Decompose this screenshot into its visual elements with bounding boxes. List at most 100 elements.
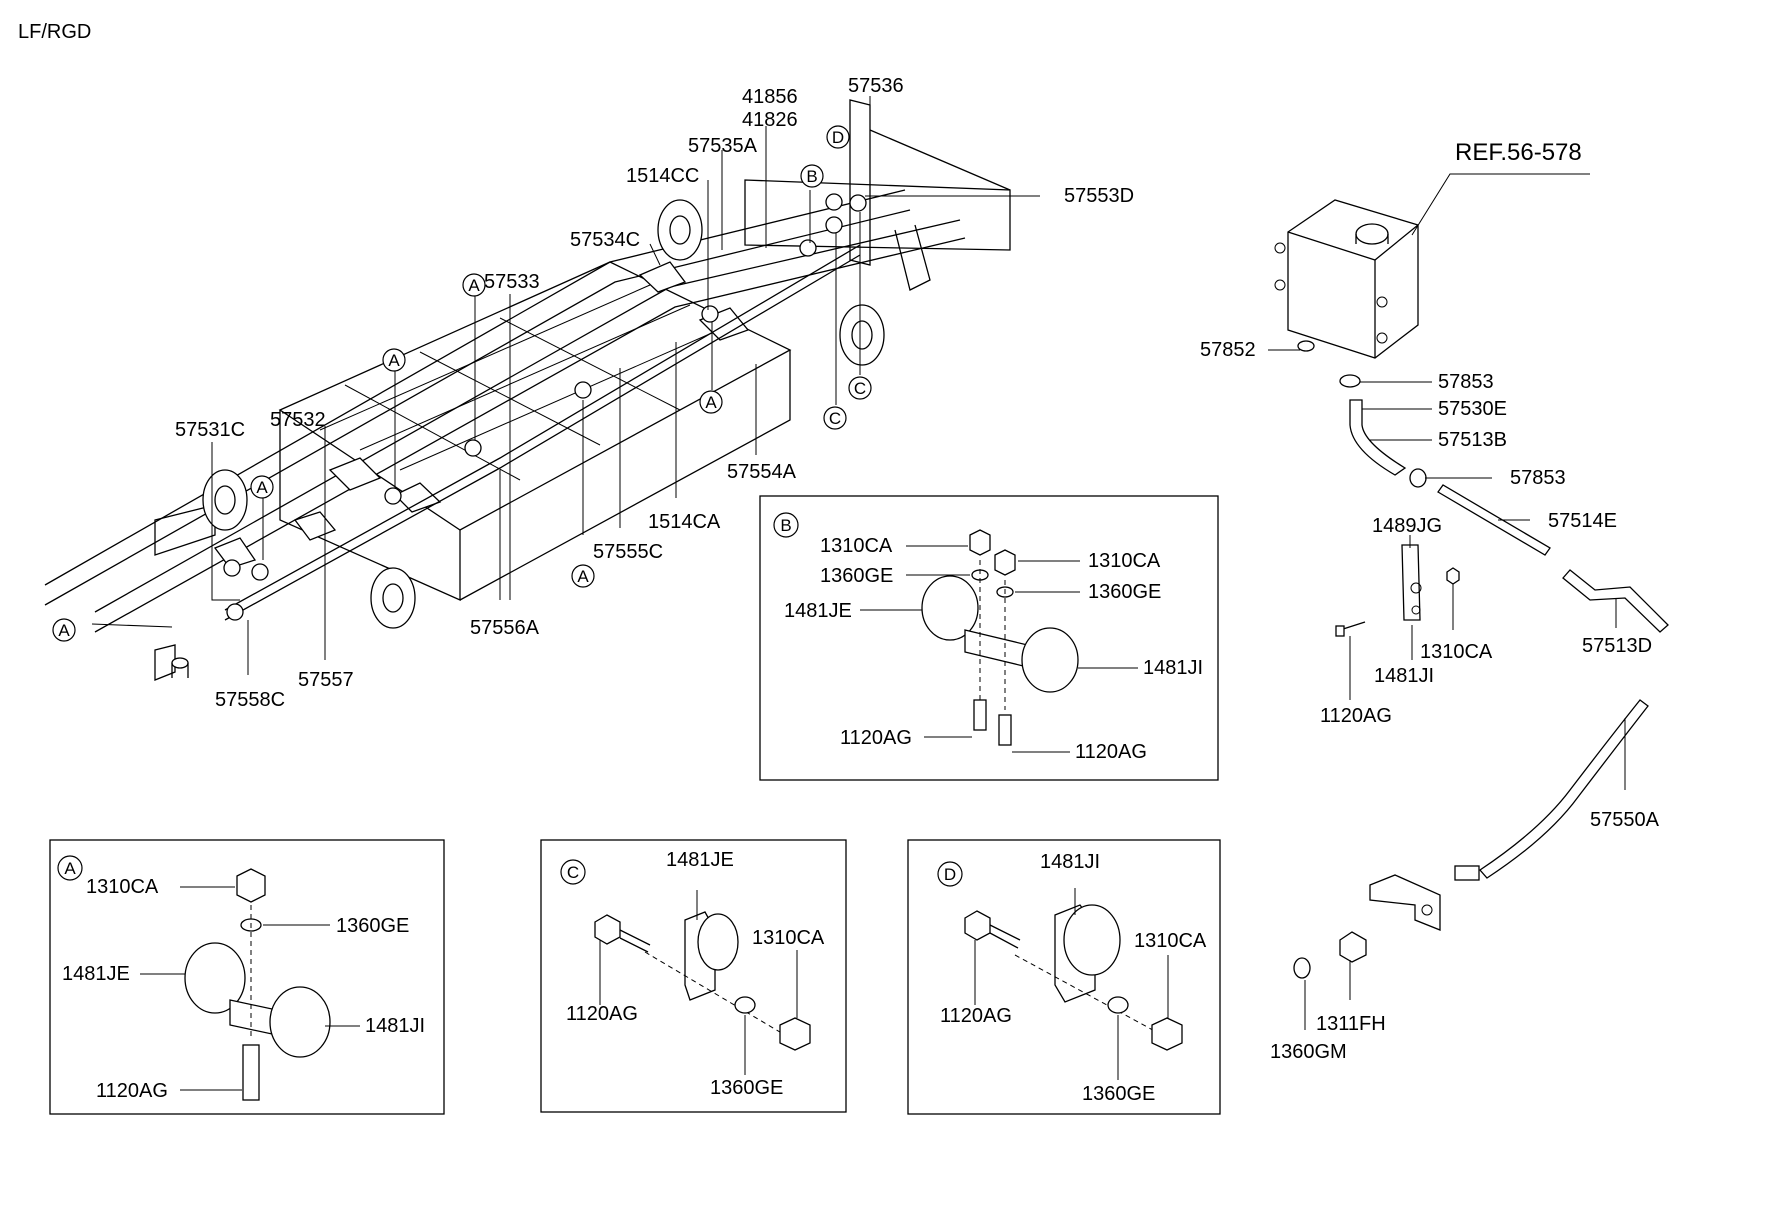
- label-57550a: 57550A: [1590, 809, 1660, 831]
- callout-a-7: A: [52, 618, 76, 642]
- hose-57514e: [1437, 484, 1551, 556]
- detail-d-badge: D: [937, 861, 963, 887]
- detail-c-nut: 1310CA: [752, 927, 825, 949]
- label-57530e: 57530E: [1438, 398, 1507, 420]
- svg-text:B: B: [806, 167, 817, 186]
- label-1360gm: 1360GM: [1270, 1041, 1347, 1063]
- callout-a-2: A: [462, 273, 486, 297]
- detail-b-nut1: 1310CA: [820, 535, 893, 557]
- chassis-callouts: D B A A A C C A A A: [52, 125, 872, 642]
- svg-text:A: A: [705, 393, 717, 412]
- fuel-filler: [171, 657, 189, 678]
- detail-b-clamp2: 1481JI: [1143, 657, 1203, 679]
- ref-leader: [1411, 173, 1590, 236]
- svg-text:A: A: [64, 859, 76, 878]
- detail-c-badge: C: [560, 859, 586, 885]
- label-57532: 57532: [270, 409, 326, 431]
- label-57553d: 57553D: [1064, 185, 1134, 207]
- label-1514cc: 1514CC: [626, 165, 699, 187]
- callout-c-1: C: [848, 376, 872, 400]
- model-code: LF/RGD: [18, 21, 91, 43]
- detail-b-washer1: 1360GE: [820, 565, 893, 587]
- callout-a-5: A: [250, 475, 274, 499]
- label-1311fh: 1311FH: [1316, 1013, 1386, 1035]
- tank-leaders: [1268, 349, 1626, 1030]
- detail-b-badge: B: [773, 512, 799, 538]
- svg-text:A: A: [58, 621, 70, 640]
- svg-text:D: D: [944, 865, 956, 884]
- callout-a-3: A: [382, 348, 406, 372]
- label-57558c: 57558C: [215, 689, 285, 711]
- label-57513d: 57513D: [1582, 635, 1652, 657]
- label-57535a: 57535A: [688, 135, 758, 157]
- label-57554a: 57554A: [727, 461, 797, 483]
- svg-text:B: B: [780, 516, 791, 535]
- detail-b-box: B: [759, 495, 1219, 781]
- label-57853-a: 57853: [1438, 371, 1494, 393]
- detail-a-bolt: 1120AG: [96, 1080, 168, 1102]
- label-57513b: 57513B: [1438, 429, 1507, 451]
- screw-1120ag-tank: [1335, 621, 1366, 637]
- label-57556a: 57556A: [470, 617, 540, 639]
- label-57852: 57852: [1200, 339, 1256, 361]
- callout-c-2: C: [823, 406, 847, 430]
- svg-text:A: A: [388, 351, 400, 370]
- callout-a-1: D: [826, 125, 850, 149]
- rear-wheel-left: [202, 469, 248, 531]
- svg-text:D: D: [832, 128, 844, 147]
- svg-text:C: C: [829, 409, 841, 428]
- svg-text:C: C: [854, 379, 866, 398]
- label-57514e: 57514E: [1548, 510, 1617, 532]
- detail-c-clamp: 1481JE: [666, 849, 734, 871]
- detail-a-clamp1: 1481JE: [62, 963, 130, 985]
- detail-d-washer: 1360GE: [1082, 1083, 1155, 1105]
- detail-c-box: C: [540, 839, 847, 1113]
- label-57534c: 57534C: [570, 229, 640, 251]
- label-1120ag-tank: 1120AG: [1320, 705, 1392, 727]
- detail-a-nut: 1310CA: [86, 876, 159, 898]
- detail-d-nut: 1310CA: [1134, 930, 1207, 952]
- bracket-1311fh: [1293, 874, 1441, 979]
- detail-b-bolt2: 1120AG: [1075, 741, 1147, 763]
- label-57533: 57533: [484, 271, 540, 293]
- label-57536: 57536: [848, 75, 904, 97]
- clamp-markers: [223, 193, 867, 621]
- pipe-57550a: [1454, 699, 1649, 881]
- label-1514ca: 1514CA: [648, 511, 721, 533]
- label-41826: 41826: [742, 109, 798, 131]
- front-wheel-left: [657, 199, 703, 261]
- rear-wheel-right: [370, 567, 416, 629]
- detail-b-washer2: 1360GE: [1088, 581, 1161, 603]
- label-57557: 57557: [298, 669, 354, 691]
- label-1489jg: 1489JG: [1372, 515, 1442, 537]
- detail-d-bolt: 1120AG: [940, 1005, 1012, 1027]
- detail-b-bolt1: 1120AG: [840, 727, 912, 749]
- detail-d-box: D: [907, 839, 1221, 1115]
- label-41856: 41856: [742, 86, 798, 108]
- label-57531c: 57531C: [175, 419, 245, 441]
- hose-57513b: [1349, 399, 1407, 476]
- callout-b-1: B: [800, 164, 824, 188]
- svg-text:A: A: [577, 567, 589, 586]
- nut-1310ca-tank: [1446, 567, 1460, 585]
- label-1481ji-tank: 1481JI: [1374, 665, 1434, 687]
- svg-text:A: A: [256, 478, 268, 497]
- detail-c-bolt: 1120AG: [566, 1003, 638, 1025]
- label-57555c: 57555C: [593, 541, 663, 563]
- clip-1489jg: [1401, 544, 1422, 621]
- svg-text:C: C: [567, 863, 579, 882]
- detail-a-box: A: [49, 839, 445, 1115]
- svg-text:A: A: [468, 276, 480, 295]
- detail-a-badge: A: [57, 855, 83, 881]
- label-1310ca-tank: 1310CA: [1420, 641, 1493, 663]
- chassis-frame: [44, 99, 1011, 681]
- detail-b-nut2: 1310CA: [1088, 550, 1161, 572]
- front-wheel-right: [839, 304, 885, 366]
- hose-clamps: [1297, 340, 1427, 488]
- detail-d-clamp: 1481JI: [1040, 851, 1100, 873]
- detail-b-clamp1: 1481JE: [784, 600, 852, 622]
- detail-c-washer: 1360GE: [710, 1077, 783, 1099]
- detail-a-clamp2: 1481JI: [365, 1015, 425, 1037]
- chassis-leaders: [91, 96, 1040, 675]
